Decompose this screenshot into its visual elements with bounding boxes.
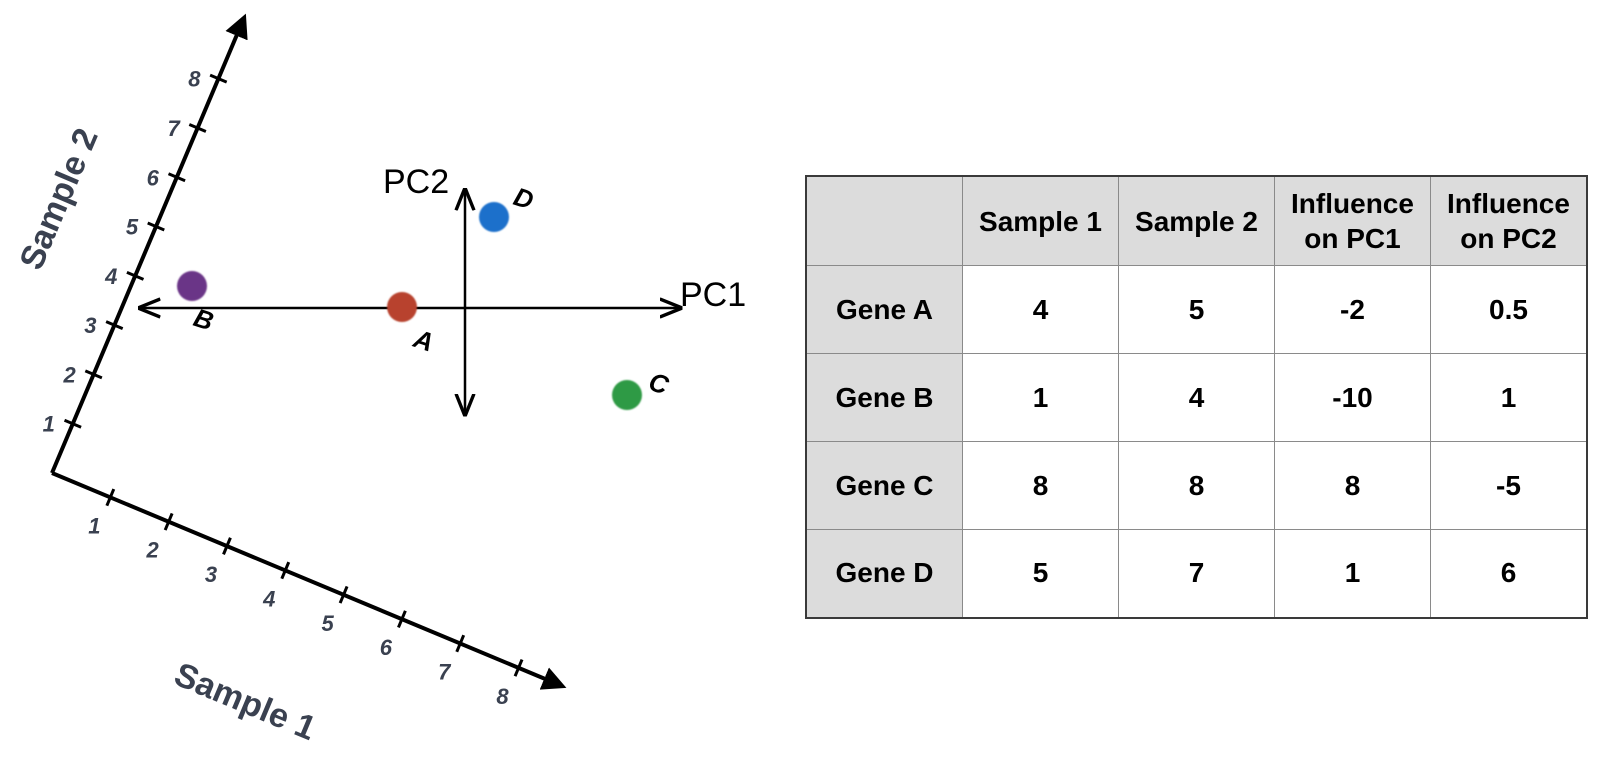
sample-2-tick xyxy=(105,320,124,331)
sample-1-tick-label: 2 xyxy=(146,538,160,563)
sample-2-tick-label: 3 xyxy=(84,313,96,338)
table-cell: 4 xyxy=(962,265,1119,354)
table-header-row: Sample 1 Sample 2 Influence on PC1 Influ… xyxy=(805,175,1588,266)
header-influence-pc2: Influence on PC2 xyxy=(1430,175,1588,266)
table-cell: 4 xyxy=(1118,353,1275,442)
header-sample-1: Sample 1 xyxy=(962,175,1119,266)
table-cell: 1 xyxy=(962,353,1119,442)
table-cell: 5 xyxy=(1118,265,1275,354)
point-a xyxy=(387,292,417,322)
sample-1-tick xyxy=(513,658,524,677)
sample-2-tick xyxy=(147,221,165,232)
sample-1-tick xyxy=(397,610,407,629)
sample-2-tick-label: 2 xyxy=(62,362,76,387)
table-cell: 5 xyxy=(962,529,1119,618)
header-sample-2: Sample 2 xyxy=(1118,175,1275,266)
sample-1-tick-label: 1 xyxy=(88,513,100,538)
row-header-gene-d: Gene D xyxy=(805,529,963,618)
sample-2-tick-label: 4 xyxy=(104,264,117,289)
row-header-gene-c: Gene C xyxy=(805,441,963,530)
sample-1-tick xyxy=(163,512,174,531)
sample-1-tick xyxy=(338,585,349,604)
table-row: Gene C 8 8 8 -5 xyxy=(805,441,1588,530)
table-row: Gene A 4 5 -2 0.5 xyxy=(805,265,1588,354)
table-row: Gene D 5 7 1 6 xyxy=(805,529,1588,618)
sample-2-tick xyxy=(188,123,207,133)
point-c-label: C xyxy=(645,366,673,401)
point-c xyxy=(612,380,642,410)
sample-2-axis-title: Sample 2 xyxy=(12,123,105,275)
table-cell: -2 xyxy=(1274,265,1431,354)
row-header-gene-b: Gene B xyxy=(805,353,963,442)
sample-1-axis-title: Sample 1 xyxy=(169,655,321,748)
sample-2-tick xyxy=(209,73,228,84)
sample-2-tick xyxy=(84,369,103,380)
point-d-label: D xyxy=(510,181,537,215)
sample-1-tick xyxy=(455,634,466,653)
sample-1-axis xyxy=(51,471,567,690)
sample-2-tick xyxy=(126,270,145,281)
sample-2-axis xyxy=(50,13,248,474)
sample-1-tick-label: 8 xyxy=(496,684,509,709)
sample-1-tick xyxy=(222,537,232,555)
sample-1-tick-label: 3 xyxy=(205,562,217,587)
point-a-label: A xyxy=(409,323,437,358)
header-influence-pc1: Influence on PC1 xyxy=(1274,175,1431,266)
sample-2-tick-label: 5 xyxy=(126,215,139,240)
row-header-gene-a: Gene A xyxy=(805,265,963,354)
table-row: Gene B 1 4 -10 1 xyxy=(805,353,1588,442)
table-cell: 6 xyxy=(1430,529,1588,618)
sample-2-tick-label: 6 xyxy=(147,165,160,190)
sample-1-tick-label: 6 xyxy=(380,635,393,660)
table-cell: 1 xyxy=(1430,353,1588,442)
table-corner-cell xyxy=(805,175,963,266)
sample-2-tick xyxy=(63,418,82,429)
table-cell: -5 xyxy=(1430,441,1588,530)
point-d xyxy=(479,202,509,232)
table-cell: 7 xyxy=(1118,529,1275,618)
table-cell: 0.5 xyxy=(1430,265,1588,354)
gene-data-table: Sample 1 Sample 2 Influence on PC1 Influ… xyxy=(805,175,1588,619)
sample-2-tick-label: 1 xyxy=(43,412,55,437)
pc2-label: PC2 xyxy=(383,163,449,201)
sample-2-tick-label: 8 xyxy=(188,67,201,92)
sample-2-tick-label: 7 xyxy=(167,116,181,141)
sample-1-tick xyxy=(280,561,291,580)
sample-1-tick xyxy=(105,488,116,507)
table-cell: 8 xyxy=(1118,441,1275,530)
point-b xyxy=(177,271,207,301)
pc1-label: PC1 xyxy=(680,276,746,314)
sample-1-tick-label: 5 xyxy=(321,611,334,636)
sample-1-tick-label: 4 xyxy=(262,586,275,611)
table-cell: 8 xyxy=(1274,441,1431,530)
table-cell: 8 xyxy=(962,441,1119,530)
sample-2-tick xyxy=(167,172,186,183)
table-cell: 1 xyxy=(1274,529,1431,618)
sample-1-ticks: 1 2 3 4 5 6 7 8 xyxy=(88,488,524,709)
table-cell: -10 xyxy=(1274,353,1431,442)
sample-1-tick-label: 7 xyxy=(438,659,452,684)
